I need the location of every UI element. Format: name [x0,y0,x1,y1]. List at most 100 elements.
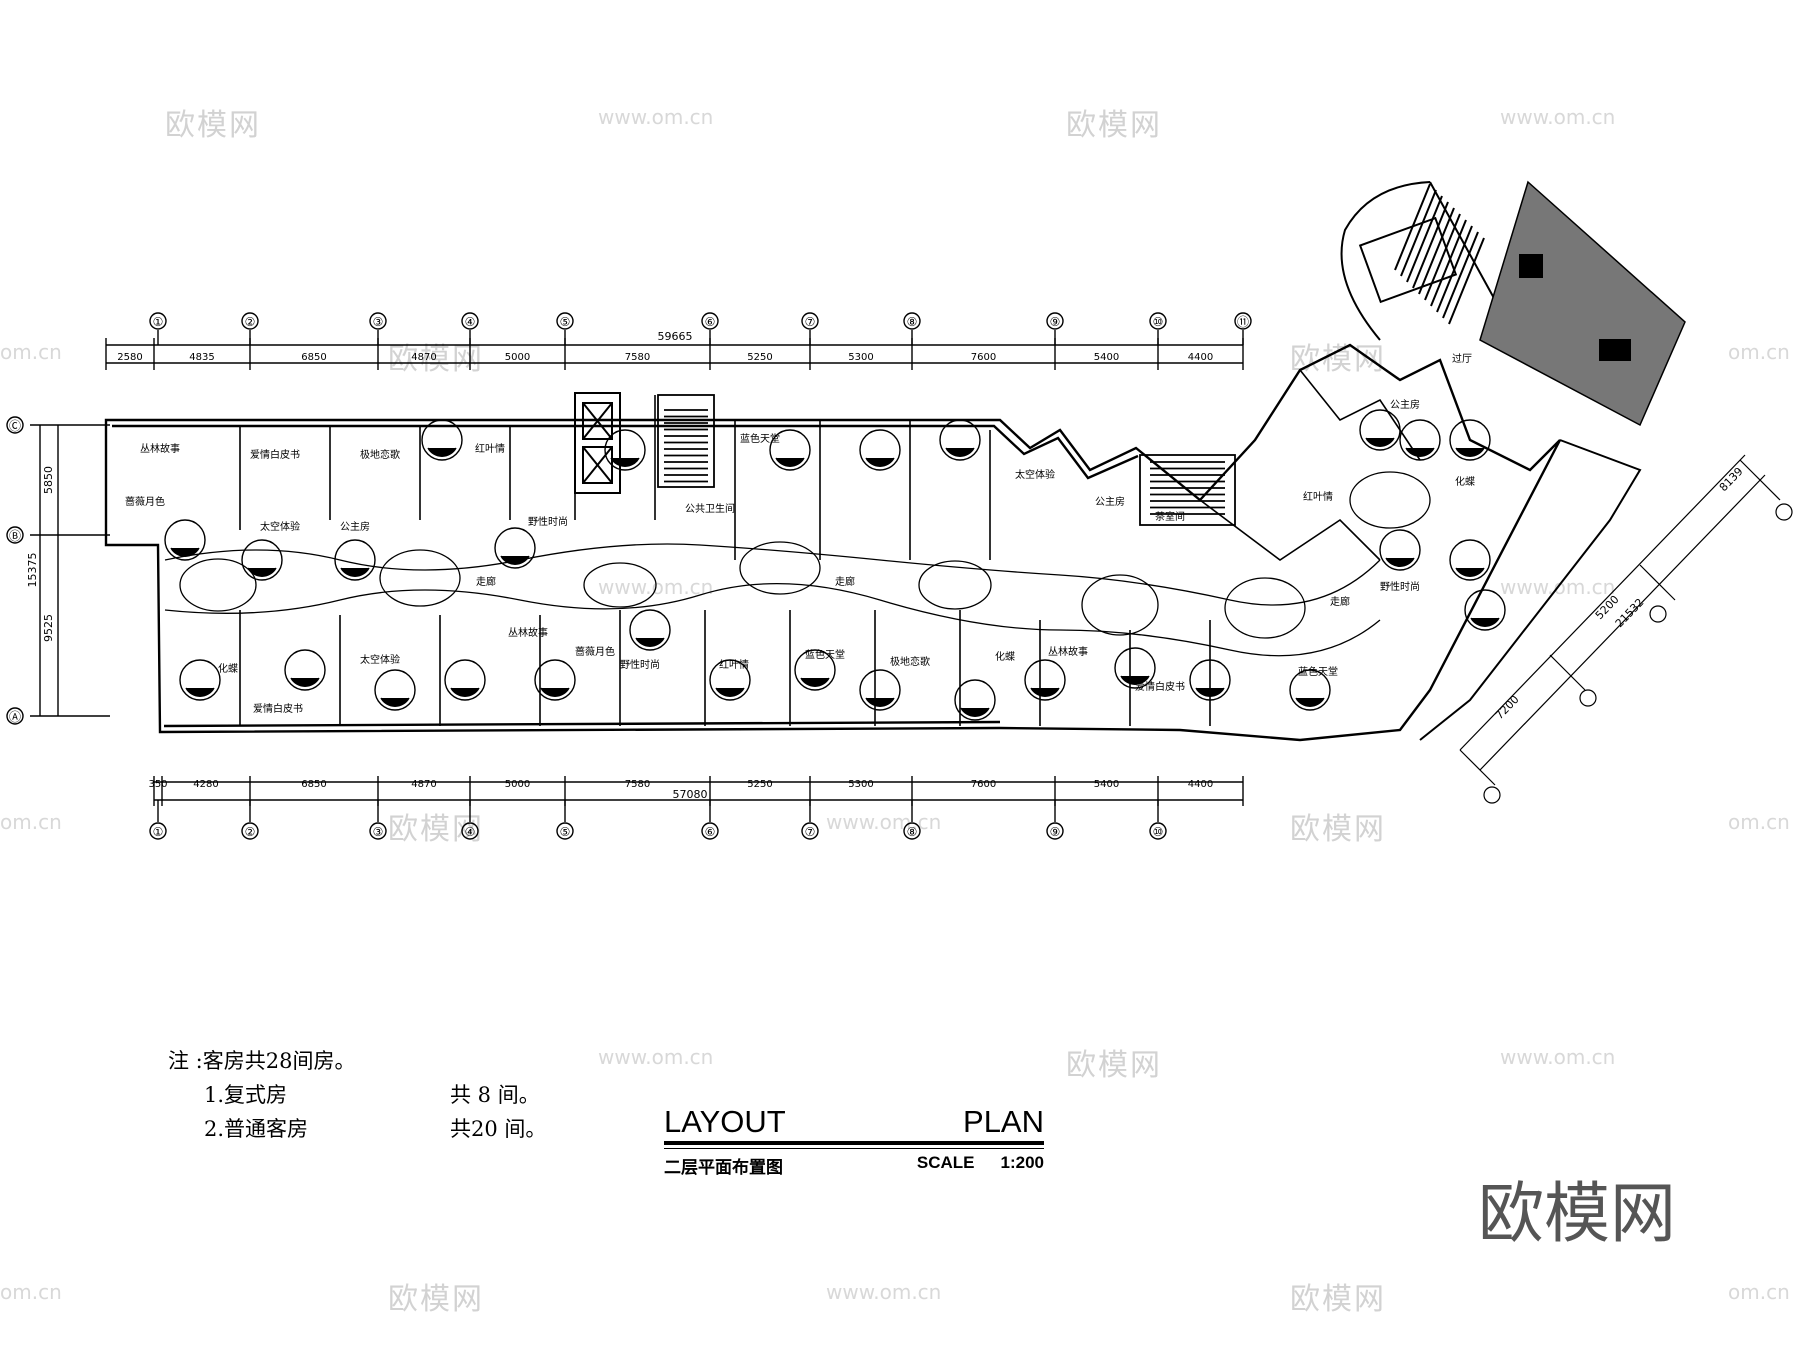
top-dimension-label: 2580 [117,352,142,363]
room-label: 太空体验 [260,520,300,533]
axis-bubble-label: ① [153,315,164,329]
bed-shade [945,447,975,457]
notes-item-label: 2.普通客房 [204,1117,309,1141]
room-label: 茶室间 [1155,510,1185,523]
room-label: 爱情白皮书 [1135,680,1185,693]
room-label: 野性时尚 [1380,580,1420,593]
bed-shade [450,687,480,697]
watermark-url: www.om.cn [598,105,714,129]
top-dimension-label: 6850 [301,352,326,363]
bed-shade [170,547,200,557]
title-layout: LAYOUT [664,1104,786,1139]
room-label: 野性时尚 [620,658,660,671]
watermark-brand: 欧模网 [165,108,261,143]
watermark-brand: 欧模网 [1290,812,1386,847]
bed-shade [290,677,320,687]
top-dimension-label: 5250 [747,352,772,363]
round-bed [709,659,751,701]
bed-shade [1455,567,1485,577]
stair-core-east [1139,454,1236,526]
round-bed [1399,419,1441,461]
room-label: 公主房 [340,520,370,533]
axis-bubble-label: ⑩ [1153,825,1164,839]
axis-bubble-label: ③ [373,315,384,329]
room-label: 走廊 [835,575,855,588]
room-label: 化蝶 [1455,475,1475,488]
room-label: 丛林故事 [140,442,180,455]
room-label: 化蝶 [218,662,238,675]
room-label: 丛林故事 [1048,645,1088,658]
axis-bubble [149,822,167,840]
round-bed [421,419,463,461]
left-dimension-chain: 15375 5850 9525 Ⓒ Ⓑ Ⓐ [6,416,110,725]
top-dimension-label: 5400 [1094,352,1119,363]
room-label: 丛林故事 [508,626,548,639]
bed-shade [247,567,277,577]
room-label: 极地恋歌 [890,655,930,668]
room-label: 蔷薇月色 [125,495,165,508]
round-bed [334,539,376,581]
round-bed [1449,419,1491,461]
room-round-beds [164,409,1506,721]
bed-shade [865,457,895,467]
left-dimension-2: 9525 [42,614,55,642]
round-bed [1449,539,1491,581]
top-dimension-label: 4400 [1188,352,1213,363]
room-label: 走廊 [1330,595,1350,608]
watermark-url: www.om.cn [1500,105,1616,129]
bottom-dimension-label: 5250 [747,779,772,790]
bottom-total-dimension: 57080 [673,788,708,801]
axis-bubble-label: ③ [373,825,384,839]
east-wing [1340,180,1686,741]
top-total-dimension: 59665 [658,330,693,343]
title-block: LAYOUT PLAN 二层平面布置图 SCALE 1:200 [664,1104,1044,1178]
bottom-dimension-label: 4400 [1188,779,1213,790]
bed-shade [800,677,830,687]
bed-shade [1470,617,1500,627]
axis-bubble [461,312,479,330]
axis-bubble [1046,822,1064,840]
bottom-dimension-label: 350 [148,779,167,790]
watermark-url: om.cn [0,810,62,834]
watermark-url: om.cn [1728,1280,1790,1304]
bed-shade [715,687,745,697]
room-label: 野性时尚 [528,515,568,528]
round-bed [1464,589,1506,631]
bottom-dimension-label: 4280 [193,779,218,790]
axis-bubble [903,312,921,330]
bed-shade [185,687,215,697]
round-bed [1359,409,1401,451]
watermark-url: om.cn [0,1280,62,1304]
round-bed [939,419,981,461]
axis-bubble [241,312,259,330]
axis-bubble-label: ⑪ [1237,315,1249,329]
watermark-brand: 欧模网 [388,812,484,847]
round-bed [1114,647,1156,689]
axis-bubble-label: ⑨ [1050,825,1061,839]
bed-shade [540,687,570,697]
bed-shade [1365,437,1395,447]
left-dimension-1: 5850 [42,466,55,494]
room-label: 公主房 [1095,495,1125,508]
axis-bubble [369,822,387,840]
room-label: 红叶情 [475,442,505,455]
round-bed [794,649,836,691]
bottom-dimension-label: 5400 [1094,779,1119,790]
room-label: 红叶情 [1303,490,1333,503]
bed-shade [1295,697,1325,707]
watermark-url: www.om.cn [598,1045,714,1069]
bottom-dimension-label: 6850 [301,779,326,790]
bed-shade [775,457,805,467]
room-partitions [239,369,1421,726]
top-dimension-label: 5300 [848,352,873,363]
bed-shade [1030,687,1060,697]
bed-shade [1385,557,1415,567]
room-label: 爱情白皮书 [250,448,300,461]
bed-shade [1120,675,1150,685]
top-dimension-label: 4835 [189,352,214,363]
notes-heading: 注 :客房共28间房。 [168,1049,356,1073]
notes-item-label: 1.复式房 [204,1083,288,1107]
round-bed [1024,659,1066,701]
